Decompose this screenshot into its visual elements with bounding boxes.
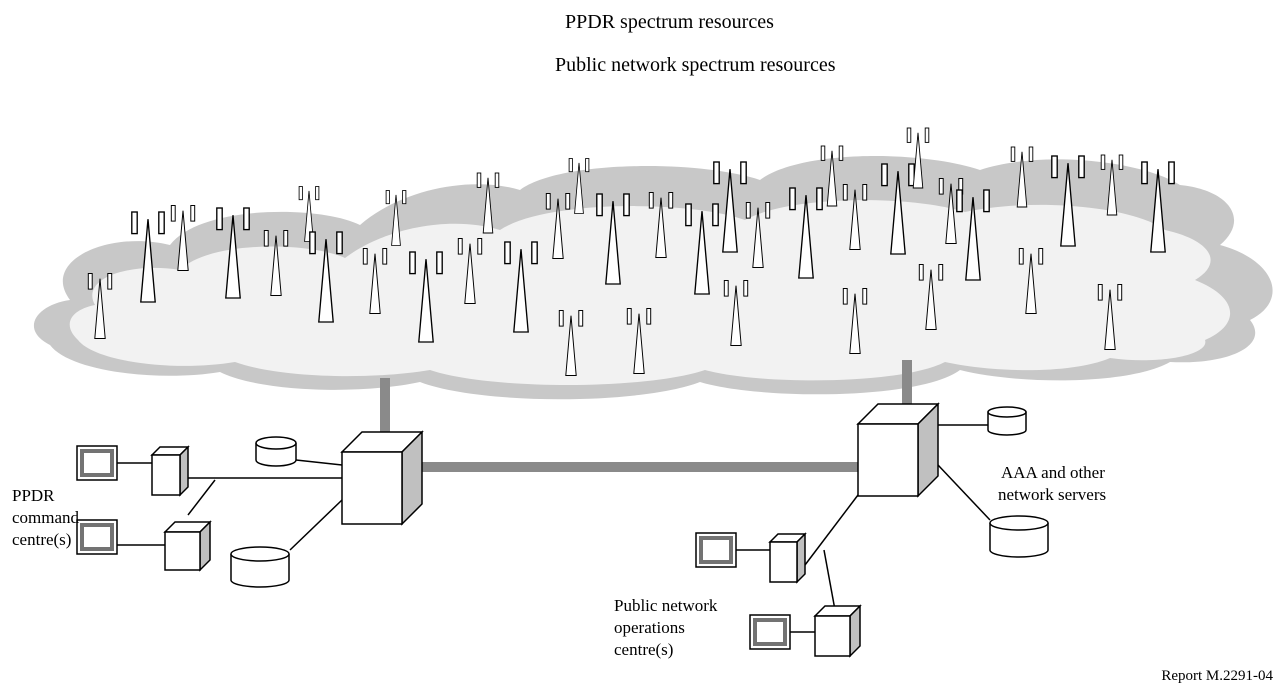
pc-tower [768, 532, 807, 584]
public-ops-label-line3: centre(s) [614, 640, 673, 659]
ppdr-centre-label-line1: PPDR [12, 486, 55, 505]
aaa-servers-label-line2: network servers [998, 485, 1106, 504]
cloud-front-layer [69, 200, 1231, 385]
public-ops-label-line2: operations [614, 618, 685, 637]
spectrum-cloud [33, 156, 1273, 400]
router-right [856, 402, 940, 498]
backbone-trunk [420, 462, 860, 472]
pc-tower [813, 604, 862, 658]
connection-lines [117, 424, 991, 633]
monitor-icon [695, 532, 737, 568]
monitor-icon [749, 614, 791, 650]
database-icon [255, 436, 297, 467]
pc-tower [163, 520, 212, 572]
ppdr-spectrum-label: PPDR spectrum resources [565, 11, 774, 33]
uplink-right [902, 360, 912, 422]
public-ops-label-line1: Public network [614, 596, 718, 615]
database-icon [987, 406, 1027, 436]
uplink-left [380, 378, 390, 442]
ppdr-centre-label-line2: command [12, 508, 80, 527]
ppdr-centre-label-line3: centre(s) [12, 530, 71, 549]
database-icon [230, 546, 290, 588]
monitor-icon [76, 519, 118, 555]
public-spectrum-label: Public network spectrum resources [555, 54, 836, 76]
aaa-servers-label-line1: AAA and other [1001, 463, 1105, 482]
report-id: Report M.2291-04 [1161, 668, 1273, 684]
pc-tower [150, 445, 190, 497]
backbone-links [380, 360, 912, 472]
database-icon [989, 515, 1049, 558]
router-left [340, 430, 424, 526]
monitor-icon [76, 445, 118, 481]
